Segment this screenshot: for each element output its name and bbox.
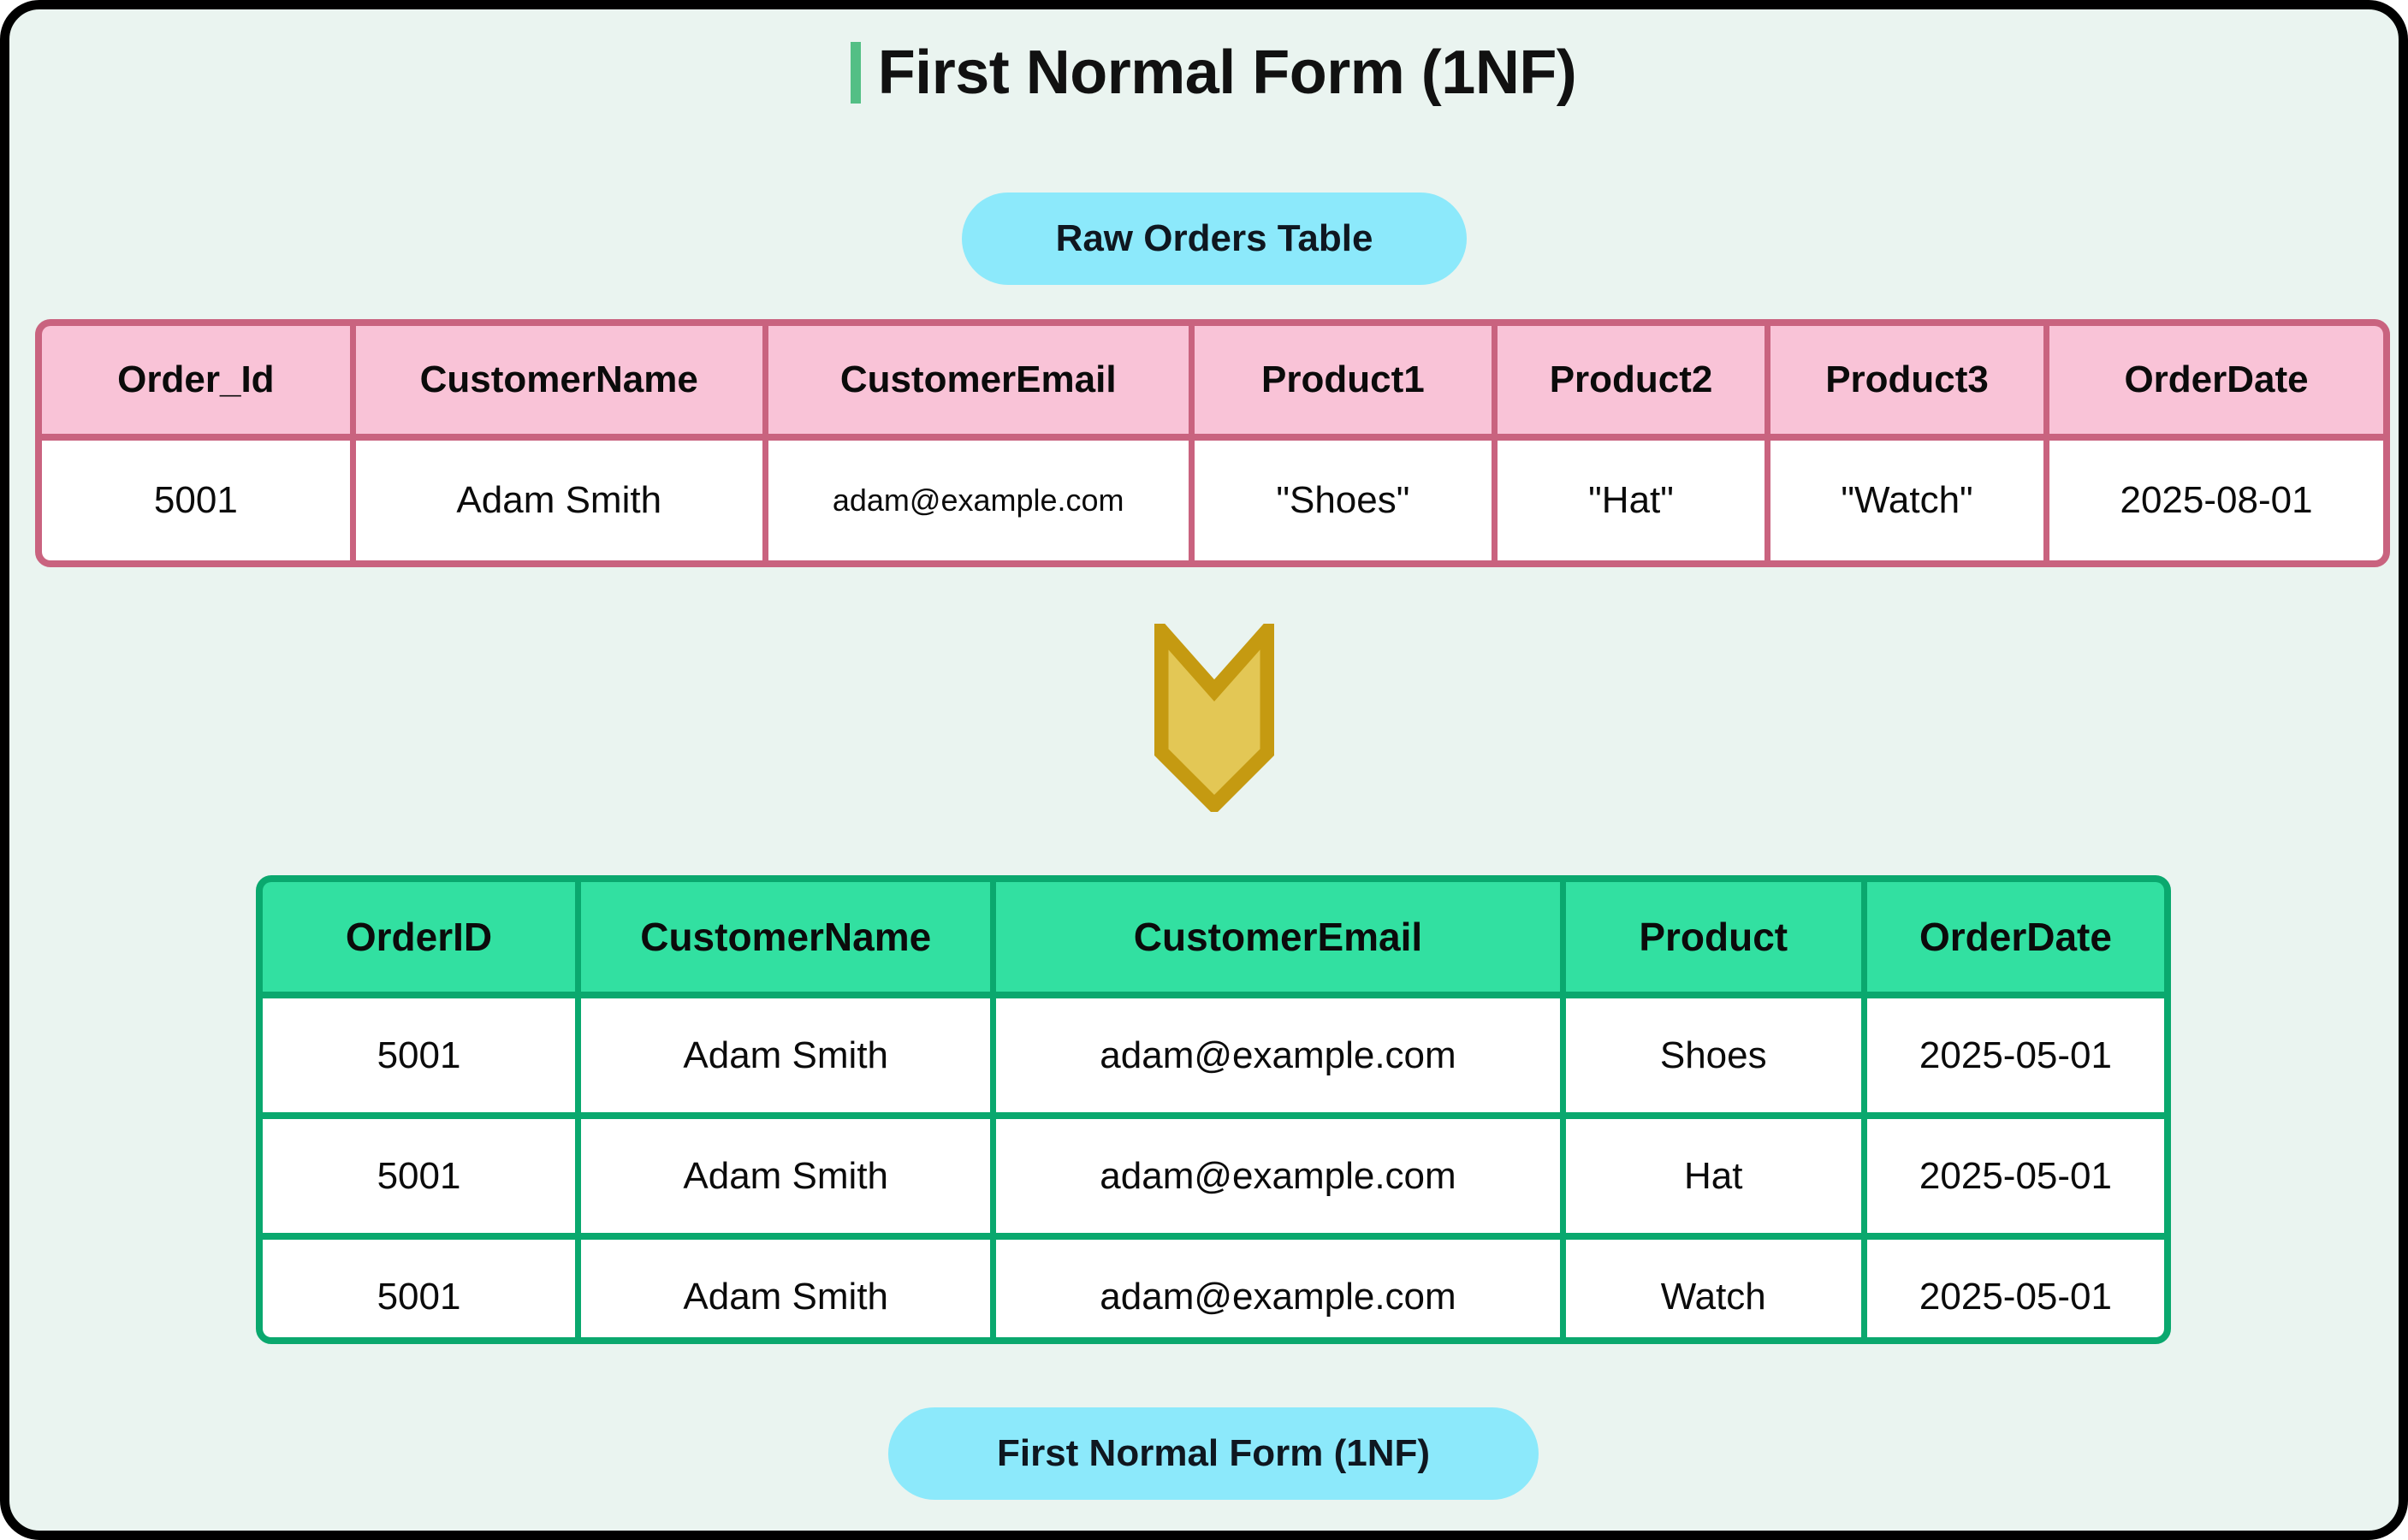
first-normal-form-table: OrderID CustomerName CustomerEmail Produ…: [256, 875, 2171, 1344]
cell-product: Shoes: [1563, 995, 1867, 1116]
column-header-customer-email: CustomerEmail: [765, 326, 1195, 441]
first-normal-form-badge: First Normal Form (1NF): [888, 1407, 1539, 1500]
column-header-customer-name: CustomerName: [578, 882, 997, 998]
column-header-order-id: OrderID: [263, 882, 582, 998]
cell-product1: "Shoes": [1191, 437, 1498, 560]
page-title-text: First Normal Form (1NF): [877, 38, 1577, 107]
cell-customer-name: Adam Smith: [353, 437, 768, 560]
cell-order-id: 5001: [263, 995, 582, 1116]
raw-orders-table-badge: Raw Orders Table: [962, 192, 1467, 285]
cell-customer-email: adam@example.com: [765, 437, 1195, 560]
cell-order-id: 5001: [263, 1233, 582, 1337]
cell-customer-name: Adam Smith: [578, 995, 997, 1116]
cell-customer-name: Adam Smith: [578, 1233, 997, 1337]
column-header-product: Product: [1563, 882, 1867, 998]
table-row: 5001 Adam Smith adam@example.com Hat 202…: [263, 1112, 2164, 1236]
table-row: 5001 Adam Smith adam@example.com "Shoes"…: [42, 437, 2383, 560]
table-header-row: Order_Id CustomerName CustomerEmail Prod…: [42, 326, 2383, 441]
cell-order-date: 2025-08-01: [2046, 437, 2383, 560]
column-header-order-date: OrderDate: [1864, 882, 2164, 998]
cell-order-id: 5001: [42, 437, 356, 560]
column-header-product2: Product2: [1494, 326, 1771, 441]
raw-orders-table-grid: Order_Id CustomerName CustomerEmail Prod…: [42, 326, 2383, 560]
cell-product3: "Watch": [1767, 437, 2050, 560]
column-header-customer-name: CustomerName: [353, 326, 768, 441]
column-header-order-date: OrderDate: [2046, 326, 2383, 441]
column-header-order-id: Order_Id: [42, 326, 356, 441]
page-title: First Normal Form (1NF): [9, 42, 2408, 104]
table-row: 5001 Adam Smith adam@example.com Shoes 2…: [263, 995, 2164, 1116]
column-header-product1: Product1: [1191, 326, 1498, 441]
cell-order-date: 2025-05-01: [1864, 1233, 2164, 1337]
first-normal-form-table-grid: OrderID CustomerName CustomerEmail Produ…: [263, 882, 2164, 1337]
raw-orders-table: Order_Id CustomerName CustomerEmail Prod…: [35, 319, 2390, 567]
column-header-customer-email: CustomerEmail: [993, 882, 1566, 998]
cell-product2: "Hat": [1494, 437, 1771, 560]
table-header-row: OrderID CustomerName CustomerEmail Produ…: [263, 882, 2164, 998]
table-row: 5001 Adam Smith adam@example.com Watch 2…: [263, 1233, 2164, 1337]
down-chevron-banner-icon: [1154, 611, 1275, 816]
cell-product: Watch: [1563, 1233, 1867, 1337]
cell-order-date: 2025-05-01: [1864, 995, 2164, 1116]
cell-order-date: 2025-05-01: [1864, 1112, 2164, 1236]
cell-customer-name: Adam Smith: [578, 1112, 997, 1236]
column-header-product3: Product3: [1767, 326, 2050, 441]
cell-customer-email: adam@example.com: [993, 1233, 1566, 1337]
cell-customer-email: adam@example.com: [993, 995, 1566, 1116]
cell-customer-email: adam@example.com: [993, 1112, 1566, 1236]
cell-order-id: 5001: [263, 1112, 582, 1236]
cell-product: Hat: [1563, 1112, 1867, 1236]
title-accent-bar: [850, 42, 861, 104]
